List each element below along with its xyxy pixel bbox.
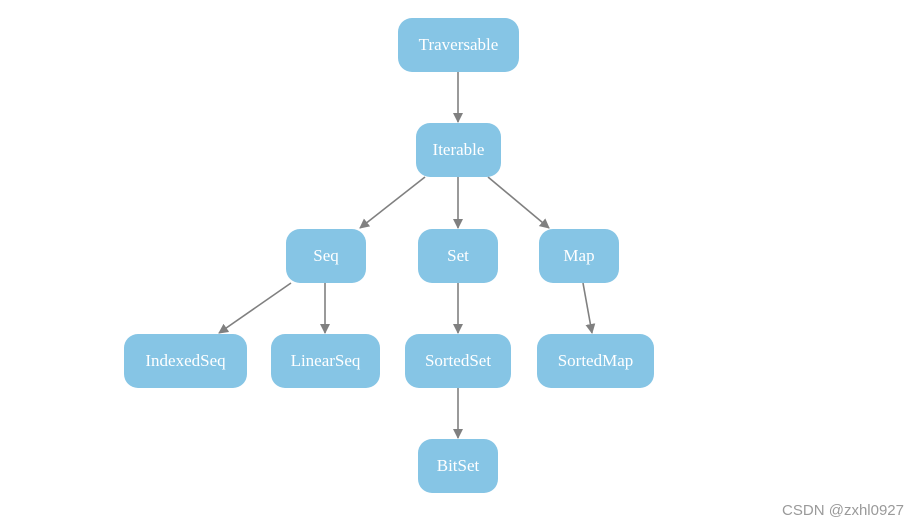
edge-map-to-sortedmap	[582, 282, 596, 334]
node-linearseq: LinearSeq	[271, 334, 380, 388]
node-iterable: Iterable	[416, 123, 501, 177]
edge-iterable-to-map	[487, 176, 550, 229]
node-traversable: Traversable	[398, 18, 519, 72]
node-sortedmap: SortedMap	[537, 334, 654, 388]
node-seq: Seq	[286, 229, 366, 283]
node-bitset: BitSet	[418, 439, 498, 493]
node-indexedseq: IndexedSeq	[124, 334, 247, 388]
node-map: Map	[539, 229, 619, 283]
node-set: Set	[418, 229, 498, 283]
watermark-text: CSDN @zxhl0927	[782, 502, 904, 519]
edge-iterable-to-seq	[359, 176, 426, 229]
edge-seq-to-indexedseq	[218, 282, 292, 334]
node-sortedset: SortedSet	[405, 334, 511, 388]
